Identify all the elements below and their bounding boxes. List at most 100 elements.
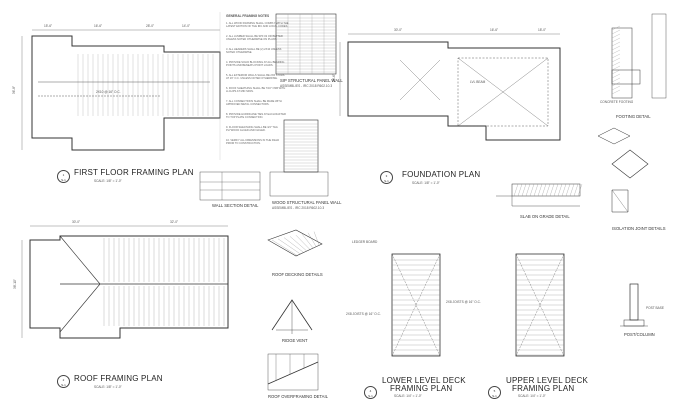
framing-line (537, 183, 543, 197)
dimension-label: 16'-6" (490, 28, 499, 32)
footing-label: FOOTING DETAIL (616, 114, 651, 119)
note-item: 10. VERIFY ALL DIMENSIONS IN THE FIELD P… (226, 139, 280, 146)
note-item: 3. ALL HEADERS SHALL BE (2) 2X10 UNLESS … (226, 48, 282, 55)
framing-line (611, 81, 621, 87)
ledger-callout: LEDGER BOARD (352, 240, 378, 244)
note-item: 8. PROVIDE HURRICANE TIES AT EACH RAFTER… (226, 113, 286, 120)
foundation-bubble: 3 S-1 (380, 171, 393, 184)
ridge-vent-detail (271, 299, 313, 334)
framing-line (529, 183, 535, 197)
framing-line (611, 25, 621, 31)
foundation-title: FOUNDATION PLAN (402, 170, 481, 179)
framing-line (549, 183, 555, 197)
framing-line (611, 33, 621, 39)
roof-plan-bubble: 2 S-1 (57, 375, 70, 388)
framing-line (313, 231, 320, 245)
foundation-scale: SCALE: 1/8" = 1'-0" (412, 181, 440, 185)
roof-plan-title: ROOF FRAMING PLAN (74, 374, 163, 383)
framing-line (611, 45, 621, 51)
dimension-label: 38'-10" (12, 279, 17, 289)
roof-overframing-label: ROOF OVERFRAMING DETAIL (268, 394, 328, 399)
lower-deck-bubble: 4 S-1 (364, 386, 377, 399)
framing-line (541, 183, 547, 197)
framing-line (611, 49, 621, 55)
sip2-label: WOOD STRUCTURAL PANEL WALL (272, 200, 342, 205)
framing-line (289, 236, 308, 252)
note-item: 7. ALL CONNECTIONS SHALL BE MADE WITH AP… (226, 100, 282, 107)
upper-deck-scale: SCALE: 1/4" = 1'-0" (518, 394, 546, 398)
framing-line (611, 37, 621, 43)
ridge-vent-label: RIDGE VENT (282, 338, 308, 343)
roof-decking-label: ROOF DECKING DETAILS (272, 272, 323, 277)
framing-line (611, 73, 621, 79)
roof-framing-plan (21, 225, 229, 339)
lower-deck-title-2: FRAMING PLAN (390, 384, 453, 393)
notes-header: GENERAL FRAMING NOTES (226, 14, 270, 18)
post-column-detail (620, 283, 648, 327)
upper-deck-plan (515, 253, 565, 357)
first-floor-title: FIRST FLOOR FRAMING PLAN (74, 168, 194, 177)
sip1-sublabel: ASSEMBLIES - IRC 2018 R602.10.3 (280, 84, 333, 88)
framing-line (611, 61, 621, 67)
framing-line (611, 53, 621, 59)
framing-line (573, 183, 579, 197)
roof-decking-detail (267, 229, 323, 257)
framing-line (307, 232, 317, 247)
dimension-label: 30'-0" (394, 28, 403, 32)
beam-callout: LVL BEAM (470, 80, 486, 84)
first-floor-scale: SCALE: 1/8" = 1'-0" (94, 179, 122, 183)
upper-deck-title-1: UPPER LEVEL DECK (506, 376, 589, 385)
note-item: 5. ALL EXTERIOR WALLS SHALL BE 2X6 STUDS… (226, 74, 285, 81)
wall-section-detail (199, 171, 261, 201)
slab-label: SLAB ON GRADE DETAIL (520, 214, 570, 219)
note-item: 4. PROVIDE SOLID BLOCKING AT ALL BEARING… (226, 61, 285, 68)
framing-line (533, 183, 539, 197)
sip1-label: SIP STRUCTURAL PANEL WALL (280, 78, 343, 83)
roof-overframing-detail (267, 353, 319, 391)
framing-line (271, 239, 299, 257)
framing-line (301, 233, 314, 249)
framing-line (277, 238, 302, 255)
dimension-label: 36'-8" (12, 85, 17, 95)
note-item: 2. ALL LUMBER SHALL BE SPF #2 OR BETTER … (226, 35, 283, 42)
first-floor-bubble: 1 S-1 (57, 170, 70, 183)
post-base-callout: POST BASE (646, 306, 665, 310)
framing-line (561, 183, 567, 197)
framing-line (611, 89, 621, 95)
framing-line (283, 237, 305, 253)
foundation-plan (339, 33, 561, 141)
footing-callout: CONCRETE FOOTING (600, 100, 634, 104)
post-label: POST/COLUMN (624, 332, 655, 337)
lower-deck-title-1: LOWER LEVEL DECK (382, 376, 466, 385)
roof-plan-scale: SCALE: 1/8" = 1'-0" (94, 385, 122, 389)
framing-line (611, 41, 621, 47)
framing-line (565, 183, 571, 197)
isolation-joint-details (597, 127, 649, 213)
note-item: 1. ALL WOOD FRAMING SHALL COMPLY WITH TH… (226, 22, 289, 29)
framing-line (525, 183, 531, 197)
note-item: 6. ROOF SHEATHING SHALL BE 7/16" OSB WIT… (226, 87, 286, 94)
dimension-label: 18'-0" (538, 28, 547, 32)
ff-joist-callout: 2X10 @ 16" O.C. (96, 90, 121, 94)
lower-deck-scale: SCALE: 1/4" = 1'-0" (394, 394, 422, 398)
dimension-label: 15'-6" (44, 24, 53, 28)
wall-section-label: WALL SECTION DETAIL (212, 203, 259, 208)
framing-line (553, 183, 559, 197)
framing-line (557, 183, 563, 197)
first-floor-plan (21, 29, 221, 151)
dimension-label: 32'-0" (170, 220, 179, 224)
framing-line (611, 85, 621, 91)
dimension-label: 16'-6" (94, 24, 103, 28)
upper-deck-title-2: FRAMING PLAN (512, 384, 575, 393)
framing-line (513, 183, 519, 197)
dimension-label: 30'-0" (72, 220, 81, 224)
footing-detail (611, 13, 667, 99)
framing-line (611, 65, 621, 71)
deck-joist-callout: 2X8 JOISTS @ 16" O.C. (346, 312, 381, 316)
framing-line (517, 183, 523, 197)
framing-line (611, 57, 621, 63)
sip-panel-details (269, 13, 337, 197)
framing-line (295, 235, 311, 250)
note-item: 9. FLOOR SHEATHING SHALL BE 3/4" T&G PLY… (226, 126, 278, 133)
